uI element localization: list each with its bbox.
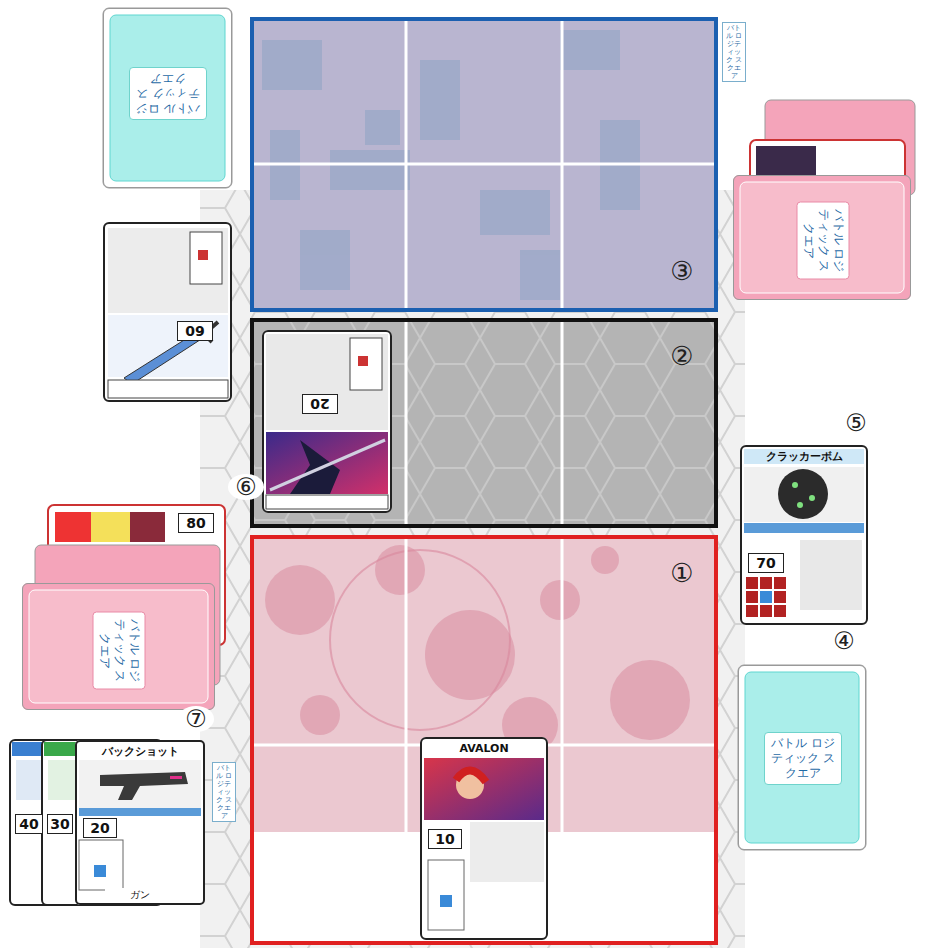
card-name: バックショット [79,744,201,759]
item-card: クラッカーボム 70 [740,445,868,625]
left-pile-art [22,505,225,710]
hand-card: バックショット 20 ガン [75,740,205,905]
zone-number: ③ [662,258,702,285]
zone-number: ① [662,560,702,587]
callout-number: ④ [826,628,862,654]
card-type: ガン [105,888,175,901]
card-value: 70 [748,553,784,573]
weapon-card: 60 [103,222,232,402]
card-back-logo: バトル ロジティック スクエア [764,732,842,785]
card-value: 30 [47,814,73,834]
player-zone: AVALON 10 ① [250,535,718,945]
opponent-zone: ③ [250,17,718,312]
deck-card: バトル ロジティック スクエア [103,8,232,188]
logo-mark: バトル ロジティック スクエア [722,22,746,82]
card-value: 20 [83,818,117,838]
bomb-card-art [740,445,868,625]
card-value: 40 [15,814,43,834]
pile-card: バトル ロジティック スクエア [733,175,911,300]
zone-number: ② [662,343,702,370]
card-value: 20 [302,394,338,414]
card-value: 80 [178,513,214,533]
deck-card-back [103,8,866,850]
card-back-logo: バトル ロジティック スクエア [93,612,146,690]
character-card: 20 [262,330,392,513]
zone-two-art [250,318,718,528]
hand-card-art [10,740,205,905]
callout-number: ⑤ [838,410,874,436]
middle-zone: 20 ② [250,318,718,528]
zone-card-art [262,330,392,513]
card-back-logo: バトル ロジティック スクエア [797,202,850,280]
card-name: クラッカーボム [744,449,864,464]
card-back-logo: バトル ロジティック スクエア [129,67,207,120]
zone-three-art [250,17,718,312]
callout-number: ⑦ [178,706,214,732]
right-pile-art [733,100,915,300]
callout-number: ⑥ [228,474,264,500]
deck-card: バトル ロジティック スクエア [738,665,866,850]
character-card: AVALON 10 [420,737,548,940]
zone-one-art [250,535,718,945]
card-name: AVALON [424,741,544,756]
pile-card: バトル ロジティック スクエア [22,583,215,710]
card-value: 10 [428,829,462,849]
avalon-card-art [420,737,548,940]
card-value: 60 [177,321,213,341]
logo-mark: バトル ロジティック スクエア [212,762,236,822]
sword-card-art [103,222,232,402]
